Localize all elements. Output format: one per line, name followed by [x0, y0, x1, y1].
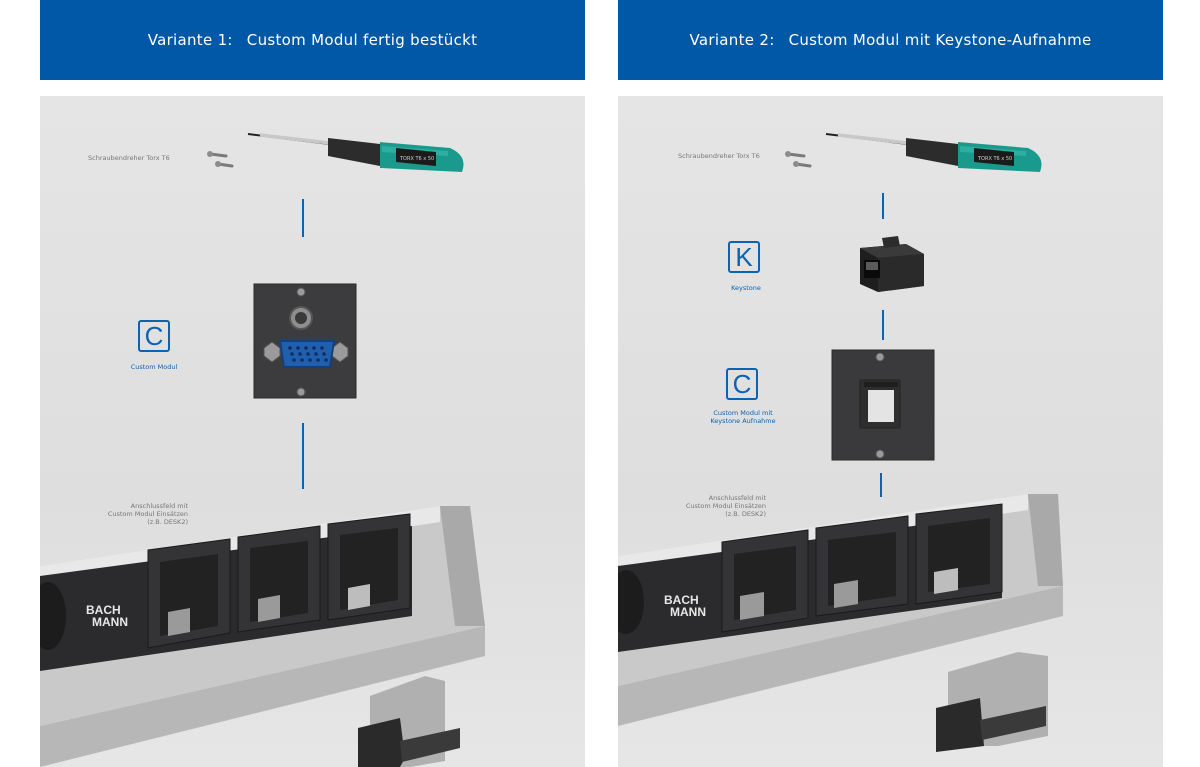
tool-label: Schraubendreher Torx T6 [88, 154, 170, 162]
brand-logo-line-2: MANN [670, 605, 706, 619]
screwdriver-illustration: TORX T6 x 50 [785, 133, 1042, 172]
variant-1-scene: TORX T6 x 50 Schraubendreher Torx T6 C C… [40, 96, 585, 767]
strip-label-line-3: (z.B. DESK2) [147, 518, 188, 526]
keystone-icon: K [728, 241, 760, 273]
connector-line-top [882, 193, 884, 219]
brand-logo: BACH MANN [664, 593, 706, 619]
custom-module-slots [721, 503, 1003, 633]
strip-label-line-1: Anschlussfeld mit [130, 502, 188, 510]
variant-1-panel: Variante 1: Custom Modul fertig bestückt… [40, 0, 585, 767]
keystone-jack-illustration [860, 236, 924, 292]
connector-line-bottom [880, 473, 882, 497]
variant-2-header: Variante 2: Custom Modul mit Keystone-Au… [618, 0, 1163, 80]
variant-2-panel: Variante 2: Custom Modul mit Keystone-Au… [618, 0, 1163, 767]
variant-1-title-prefix: Variante 1: [147, 31, 233, 49]
vga-module-illustration [253, 283, 357, 399]
custom-module-icon: C [138, 320, 170, 352]
tool-handle-text: TORX T6 x 50 [977, 156, 1012, 162]
connector-line-middle [882, 310, 884, 340]
custom-module-label: Custom Modul mit Keystone Aufnahme [678, 409, 808, 425]
connector-line-bottom [302, 423, 304, 489]
connector-line-top [302, 199, 304, 237]
strip-label-line-1: Anschlussfeld mit [708, 494, 766, 502]
power-strip-illustration: BACH MANN [40, 506, 485, 767]
torx-screws [207, 151, 234, 168]
power-strip-illustration: BACH MANN [618, 494, 1063, 752]
custom-module-label-line-2: Keystone Aufnahme [710, 417, 776, 425]
strip-label: Anschlussfeld mit Custom Modul Einsätzen… [656, 494, 766, 518]
brand-logo-line-1: BACH [664, 593, 699, 607]
strip-label-line-2: Custom Modul Einsätzen [685, 502, 766, 510]
variant-1-header: Variante 1: Custom Modul fertig bestückt [40, 0, 585, 80]
torx-screws [785, 151, 812, 168]
keystone-module-illustration [831, 349, 935, 461]
custom-module-label-line-1: Custom Modul mit [713, 409, 773, 417]
strip-label-line-2: Custom Modul Einsätzen [107, 510, 188, 518]
variant-2-scene: TORX T6 x 50 Schraubendreher Torx T6 K K… [618, 96, 1163, 767]
variant-2-title-text: Custom Modul mit Keystone-Aufnahme [788, 31, 1092, 49]
brand-logo-line-1: BACH [86, 603, 121, 617]
variant-1-title-text: Custom Modul fertig bestückt [246, 31, 478, 49]
custom-module-slots [147, 513, 411, 649]
tool-label: Schraubendreher Torx T6 [678, 152, 760, 160]
screwdriver-illustration: TORX T6 x 50 [207, 133, 464, 172]
strip-label: Anschlussfeld mit Custom Modul Einsätzen… [78, 502, 188, 526]
brand-logo: BACH MANN [86, 603, 128, 629]
custom-module-label: Custom Modul [130, 363, 178, 371]
strip-label-line-3: (z.B. DESK2) [725, 510, 766, 518]
custom-module-icon: C [726, 368, 758, 400]
brand-logo-line-2: MANN [92, 615, 128, 629]
keystone-label: Keystone [731, 284, 761, 292]
variant-2-title-prefix: Variante 2: [689, 31, 775, 49]
tool-handle-text: TORX T6 x 50 [399, 156, 434, 162]
